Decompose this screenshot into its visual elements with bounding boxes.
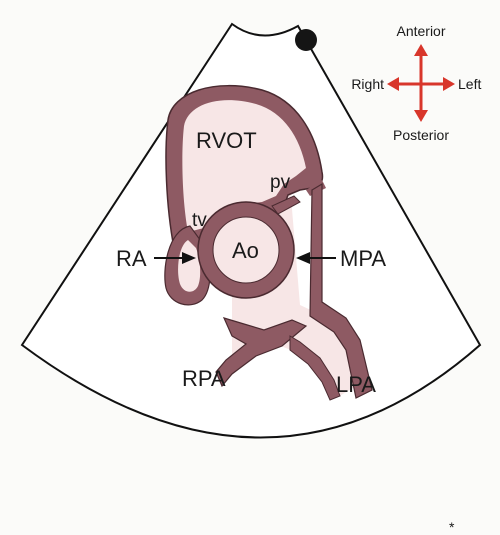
compass-arrow-up-icon (414, 44, 428, 56)
ra-arrow-head (182, 252, 196, 264)
pulmonary-valve (271, 195, 301, 215)
lpa-wall (289, 335, 341, 401)
rpa-wall (215, 317, 308, 388)
label-ao: Ao (232, 238, 259, 263)
label-tv: tv (192, 210, 207, 231)
orientation-marker-dot (295, 29, 317, 51)
label-rpa: RPA (182, 366, 226, 391)
aorta-lumen (212, 216, 280, 284)
label-pv: pv (270, 172, 291, 193)
label-mpa: MPA (340, 246, 386, 271)
label-lpa: LPA (336, 372, 376, 397)
pointer-arrows (154, 252, 336, 264)
compass-right-label: Right (351, 76, 384, 92)
mpa-arrow-head (296, 252, 310, 264)
compass-posterior-label: Posterior (393, 127, 449, 143)
compass-left-label: Left (458, 76, 481, 92)
rvot-lumen (182, 100, 306, 232)
mpa-right-wall (309, 182, 373, 399)
footnote-asterisk: * (449, 519, 455, 535)
heart-structure (164, 84, 373, 401)
label-ra: RA (116, 246, 147, 271)
compass-anterior-label: Anterior (396, 23, 445, 39)
compass-arrow-right-icon (443, 77, 455, 91)
label-rvot: RVOT (196, 128, 257, 153)
compass-arrow-left-icon (387, 77, 399, 91)
orientation-compass: Anterior Posterior Right Left (351, 23, 481, 143)
compass-arrow-down-icon (414, 110, 428, 122)
